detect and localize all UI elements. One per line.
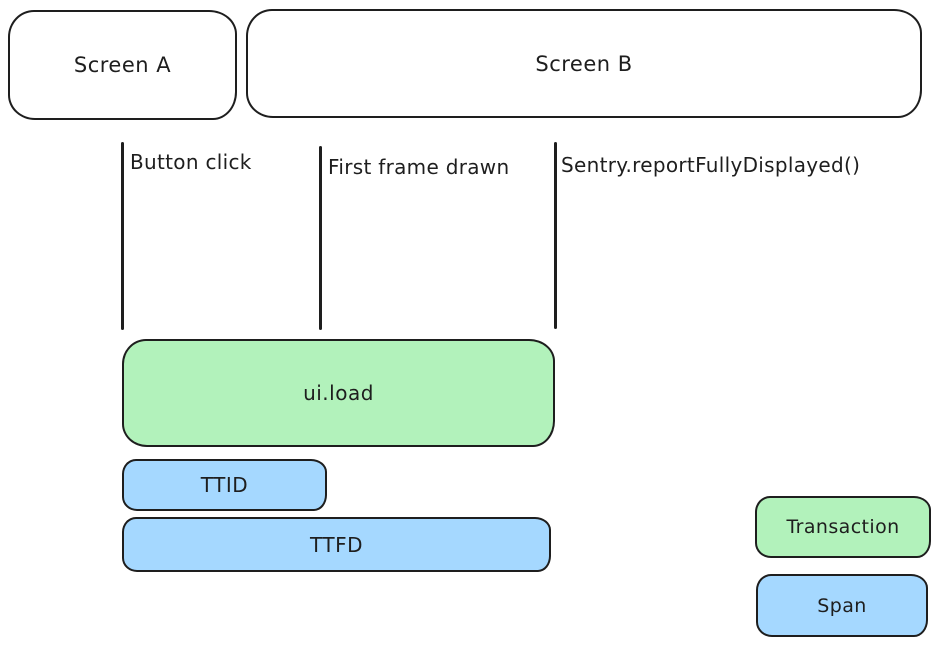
screen-b-box: Screen B [246,9,922,118]
legend-span-box: Span [756,574,928,637]
ttid-label: TTID [200,473,249,497]
legend-transaction-box: Transaction [755,496,931,558]
ui-load-transaction-bar: ui.load [122,339,555,447]
button-click-label: Button click [130,150,252,174]
button-click-marker-line [121,142,124,330]
first-frame-drawn-label: First frame drawn [328,155,510,179]
screen-a-label: Screen A [73,53,172,77]
ui-load-label: ui.load [303,381,374,405]
report-fully-displayed-marker-line [554,142,557,329]
ttid-span-bar: TTID [122,459,327,511]
report-fully-displayed-label: Sentry.reportFullyDisplayed() [561,153,861,177]
legend-transaction-label: Transaction [786,516,900,538]
screen-b-label: Screen B [535,51,633,76]
ttfd-span-bar: TTFD [122,517,551,572]
legend-span-label: Span [817,594,867,617]
ttfd-label: TTFD [310,532,363,557]
screen-a-box: Screen A [8,10,237,120]
first-frame-drawn-marker-line [319,146,322,330]
